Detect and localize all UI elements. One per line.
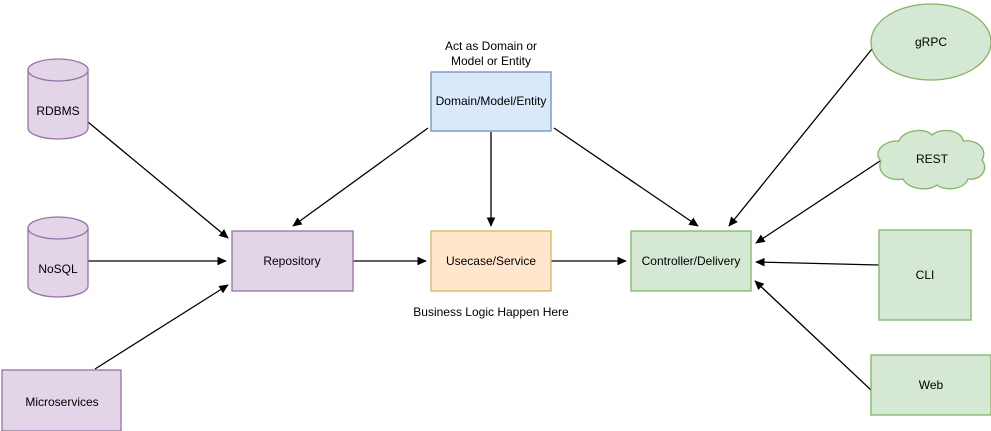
edge-domain-to-repository (292, 127, 429, 227)
node-nosql[interactable]: NoSQL (27, 216, 89, 298)
grpc-label: gRPC (915, 35, 947, 49)
microservices-box (1, 369, 122, 431)
domain-box (430, 71, 552, 132)
edges-layer (87, 43, 881, 391)
rest-label: REST (916, 152, 949, 166)
web-label: Web (919, 378, 944, 392)
domain-label: Domain/Model/Entity (436, 94, 547, 108)
edge-rdbms-to-repository (87, 121, 229, 239)
nosql-cylinder-body (27, 227, 89, 298)
node-repository[interactable]: Repository (231, 230, 354, 292)
rdbms-cylinder-body (27, 69, 89, 140)
node-rdbms[interactable]: RDBMS (27, 58, 89, 140)
edge-rest-to-controller (755, 160, 881, 244)
nosql-label: NoSQL (38, 262, 78, 276)
node-web[interactable]: Web (870, 354, 991, 416)
domain-note-line2: Model or Entity (451, 54, 531, 68)
rdbms-cylinder-top (27, 58, 89, 82)
edge-web-to-controller (754, 280, 872, 391)
annotation-domain-note: Act as Domain or Model or Entity (445, 39, 537, 68)
cli-box (878, 229, 972, 321)
node-controller[interactable]: Controller/Delivery (630, 230, 752, 292)
node-cli[interactable]: CLI (878, 229, 972, 321)
node-grpc[interactable]: gRPC (870, 3, 991, 81)
controller-label: Controller/Delivery (642, 254, 741, 268)
node-rest[interactable]: REST (877, 129, 986, 190)
usecase-label: Usecase/Service (446, 254, 536, 268)
edge-domain-to-controller (553, 127, 699, 227)
edge-microservices-to-repository (94, 284, 229, 370)
edge-grpc-to-controller (728, 43, 877, 227)
domain-note-line1: Act as Domain or (445, 39, 537, 53)
microservices-label: Microservices (25, 395, 98, 409)
usecase-note-line1: Business Logic Happen Here (413, 305, 569, 319)
cli-label: CLI (916, 268, 935, 282)
repository-label: Repository (263, 254, 320, 268)
node-microservices[interactable]: Microservices (1, 369, 122, 431)
node-domain[interactable]: Domain/Model/Entity (430, 71, 552, 132)
controller-box (630, 230, 752, 292)
grpc-ellipse (870, 3, 991, 81)
web-box (870, 354, 991, 416)
usecase-box (430, 230, 552, 292)
edge-cli-to-controller (755, 257, 880, 267)
nosql-cylinder-top (27, 216, 89, 240)
annotation-usecase-note: Business Logic Happen Here (413, 305, 569, 319)
rdbms-label: RDBMS (36, 104, 79, 118)
repository-box (231, 230, 354, 292)
node-usecase[interactable]: Usecase/Service (430, 230, 552, 292)
rest-cloud (877, 129, 986, 190)
